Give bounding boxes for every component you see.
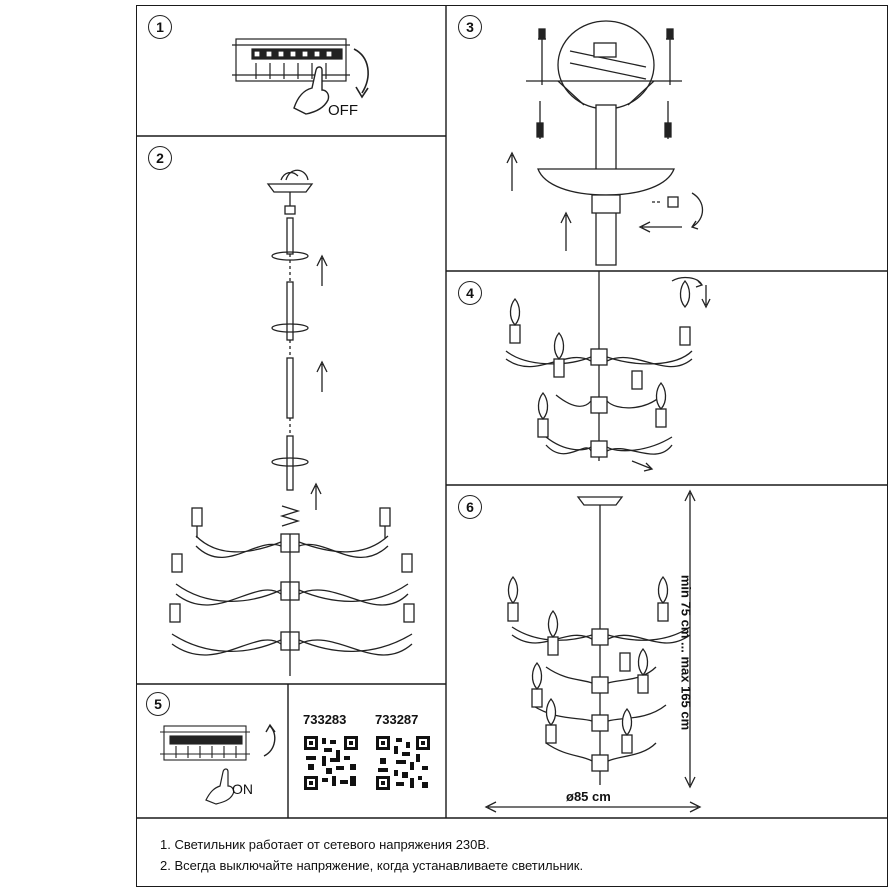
- hand-icon: [293, 66, 330, 115]
- product-code-a: 733283: [303, 712, 347, 727]
- note-line: 2. Всегда выключайте напряжение, когда у…: [160, 858, 584, 873]
- rotate-arrow-icon: [263, 723, 276, 757]
- on-label: ON: [232, 781, 253, 797]
- step-number: 6: [458, 495, 482, 519]
- step-number: 3: [458, 15, 482, 39]
- qr-code-icon: [304, 736, 358, 790]
- product-codes-panel: 733283 733287: [288, 684, 446, 818]
- step-number: 1: [148, 15, 172, 39]
- step-2-panel: 2: [136, 136, 446, 684]
- chandelier-assembly-drawing: [169, 169, 415, 676]
- step-6-panel: 6: [446, 485, 888, 818]
- mounting-drawing: [506, 20, 704, 266]
- height-dimension-label: min 75 cm ... max 165 cm: [678, 574, 694, 731]
- qr-code-icon: [376, 736, 430, 790]
- step-number: 5: [146, 692, 170, 716]
- step-1-panel: 1 OFF: [136, 5, 446, 136]
- off-label: OFF: [328, 102, 358, 119]
- step-5-panel: 5 ON: [136, 684, 288, 818]
- step-4-panel: 4: [446, 271, 888, 485]
- circuit-breaker-icon: [160, 725, 250, 761]
- step-3-panel: 3: [446, 5, 888, 271]
- width-dimension-label: ø85 cm: [566, 789, 611, 804]
- bulb-installation-drawing: [505, 271, 711, 472]
- step-number: 4: [458, 281, 482, 305]
- note-line: 1. Светильник работает от сетевого напря…: [160, 837, 490, 852]
- safety-notes: 1. Светильник работает от сетевого напря…: [160, 834, 880, 876]
- product-code-b: 733287: [375, 712, 419, 727]
- hand-icon: [205, 768, 235, 805]
- step-number: 2: [148, 146, 172, 170]
- circuit-breaker-icon: [232, 38, 350, 82]
- rotate-arrow-icon: [353, 48, 369, 99]
- dimensions-drawing: [484, 489, 702, 813]
